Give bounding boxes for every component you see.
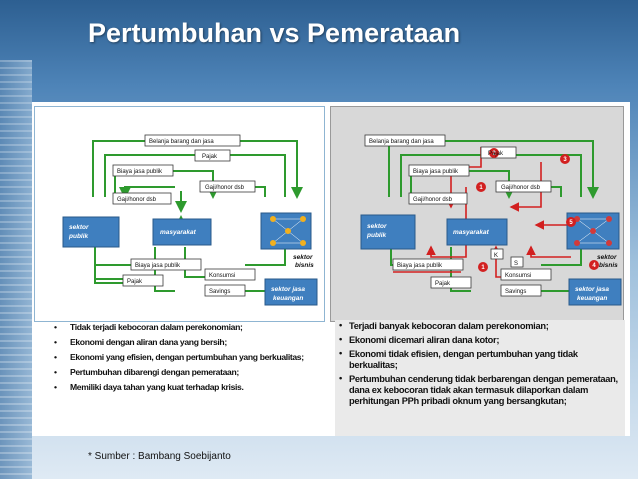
label-belanja: Belanja barang dan jasa (149, 139, 214, 145)
r-label-belanja: Belanja barang dan jasa (369, 139, 434, 145)
marker-label-5: 5 (569, 220, 573, 226)
slide-title: Pertumbuhan vs Pemerataan (88, 18, 461, 48)
bullet-text: Ekonomi tidak efisien, dengan pertumbuha… (349, 349, 578, 370)
label-savings: Savings (209, 289, 230, 295)
label-gaji-2: Gaji/honor dsb (117, 197, 157, 203)
r-label-sektor-jasa-1: sektor jasa (575, 286, 609, 293)
leak-marker-5 (566, 217, 576, 227)
r-label-sektor-jasa-2: keuangan (577, 295, 607, 302)
r-label-biaya-bawah: Biaya jasa publik (397, 263, 443, 269)
bullet-text: Pertumbuhan cenderung tidak berbarengan … (349, 374, 618, 406)
list-item: • Ekonomi dicemari aliran dana kotor; (335, 334, 625, 346)
r-label-sektor-bisnis-1: sektor (597, 254, 617, 261)
label-gaji: Gaji/honor dsb (205, 185, 245, 191)
bullet-glyph: • (54, 322, 57, 332)
r-label-sektor-publik-1: sektor (367, 223, 387, 230)
r-label-pajak-top: Pajak (488, 151, 504, 157)
leak-marker-4 (589, 260, 599, 270)
clean-economy-diagram: Belanja barang dan jasa Pajak Biaya jasa… (34, 106, 325, 322)
list-item: • Tidak terjadi kebocoran dalam perekonom… (54, 322, 322, 333)
r-label-k: K (494, 253, 498, 259)
leaky-economy-diagram: 2 3 1 5 4 1 Belanja barang dan jasa Paja… (330, 106, 624, 322)
bullet-text: Ekonomi dicemari aliran dana kotor; (349, 335, 500, 345)
bullet-glyph: • (54, 337, 57, 347)
bullet-glyph: • (339, 320, 342, 330)
label-sektor-publik-1: sektor (69, 224, 89, 231)
marker-label-2: 2 (492, 151, 496, 157)
label-pajak-top: Pajak (202, 154, 218, 160)
list-item: • Ekonomi dengan aliran dana yang bersih; (54, 337, 322, 348)
r-label-gaji: Gaji/honor dsb (501, 185, 541, 191)
bullet-text: Ekonomi dengan aliran dana yang bersih; (70, 337, 227, 347)
label-masyarakat: masyarakat (160, 229, 197, 236)
leak-marker-1a (476, 182, 486, 192)
bullet-glyph: • (339, 373, 342, 383)
marker-label-3: 3 (563, 157, 567, 163)
r-label-masyarakat: masyarakat (453, 229, 490, 236)
label-sektor-bisnis-2: bisnis (295, 262, 314, 269)
label-sektor-publik-2: publik (68, 233, 89, 240)
bullet-text: Memiliki daya tahan yang kuat terhadap k… (70, 382, 244, 392)
leak-marker-1b (478, 262, 488, 272)
marker-label-4: 4 (592, 263, 596, 269)
bullet-glyph: • (54, 352, 57, 362)
label-biaya-atas: Biaya jasa publik (117, 169, 163, 175)
marker-label-1b: 1 (481, 265, 485, 271)
label-pajak-bawah: Pajak (127, 279, 143, 285)
bullet-glyph: • (54, 367, 57, 377)
r-label-savings: Savings (505, 289, 526, 295)
label-biaya-bawah: Biaya jasa publik (135, 263, 181, 269)
building-decoration (0, 60, 32, 479)
r-label-biaya-atas: Biaya jasa publik (413, 169, 459, 175)
bullet-text: Tidak terjadi kebocoran dalam perekonomi… (70, 322, 243, 332)
bullet-text: Pertumbuhan dibarengi dengan pemerataan; (70, 367, 239, 377)
r-label-gaji-2: Gaji/honor dsb (413, 197, 453, 203)
r-label-pajak-bawah: Pajak (435, 281, 451, 287)
r-label-s: S (514, 261, 518, 267)
list-item: • Pertumbuhan cenderung tidak berbarengan… (335, 373, 625, 407)
label-sektor-jasa-2: keuangan (273, 295, 303, 302)
bullet-glyph: • (339, 334, 342, 344)
bullet-text: Ekonomi yang efisien, dengan pertumbuhan… (70, 352, 304, 362)
list-item: • Ekonomi tidak efisien, dengan pertumbuh… (335, 348, 625, 371)
list-item: • Ekonomi yang efisien, dengan pertumbuha… (54, 352, 322, 363)
label-sektor-bisnis-1: sektor (293, 254, 313, 261)
leaky-economy-flow-svg: 2 3 1 5 4 1 Belanja barang dan jasa Paja… (360, 134, 622, 306)
leaky-economy-bullets: • Terjadi banyak kebocoran dalam perekono… (335, 320, 625, 436)
content-panel: Belanja barang dan jasa Pajak Biaya jasa… (32, 102, 630, 436)
bullet-glyph: • (339, 348, 342, 358)
marker-label-1a: 1 (479, 185, 483, 191)
r-label-sektor-publik-2: publik (366, 232, 387, 239)
leak-marker-2 (489, 148, 499, 158)
label-sektor-jasa-1: sektor jasa (271, 286, 305, 293)
label-konsumsi: Konsumsi (209, 273, 235, 279)
leak-marker-3 (560, 154, 570, 164)
clean-economy-bullets: • Tidak terjadi kebocoran dalam perekonom… (54, 322, 322, 397)
list-item: • Terjadi banyak kebocoran dalam perekono… (335, 320, 625, 332)
clean-economy-flow-svg: Belanja barang dan jasa Pajak Biaya jasa… (62, 134, 318, 306)
list-item: • Memiliki daya tahan yang kuat terhadap … (54, 382, 322, 393)
list-item: • Pertumbuhan dibarengi dengan pemerataan… (54, 367, 322, 378)
source-note: * Sumber : Bambang Soebijanto (88, 451, 231, 462)
bullet-text: Terjadi banyak kebocoran dalam perekonom… (349, 321, 549, 331)
bullet-glyph: • (54, 382, 57, 392)
r-label-konsumsi: Konsumsi (505, 273, 531, 279)
r-label-sektor-bisnis-2: bisnis (599, 262, 618, 269)
